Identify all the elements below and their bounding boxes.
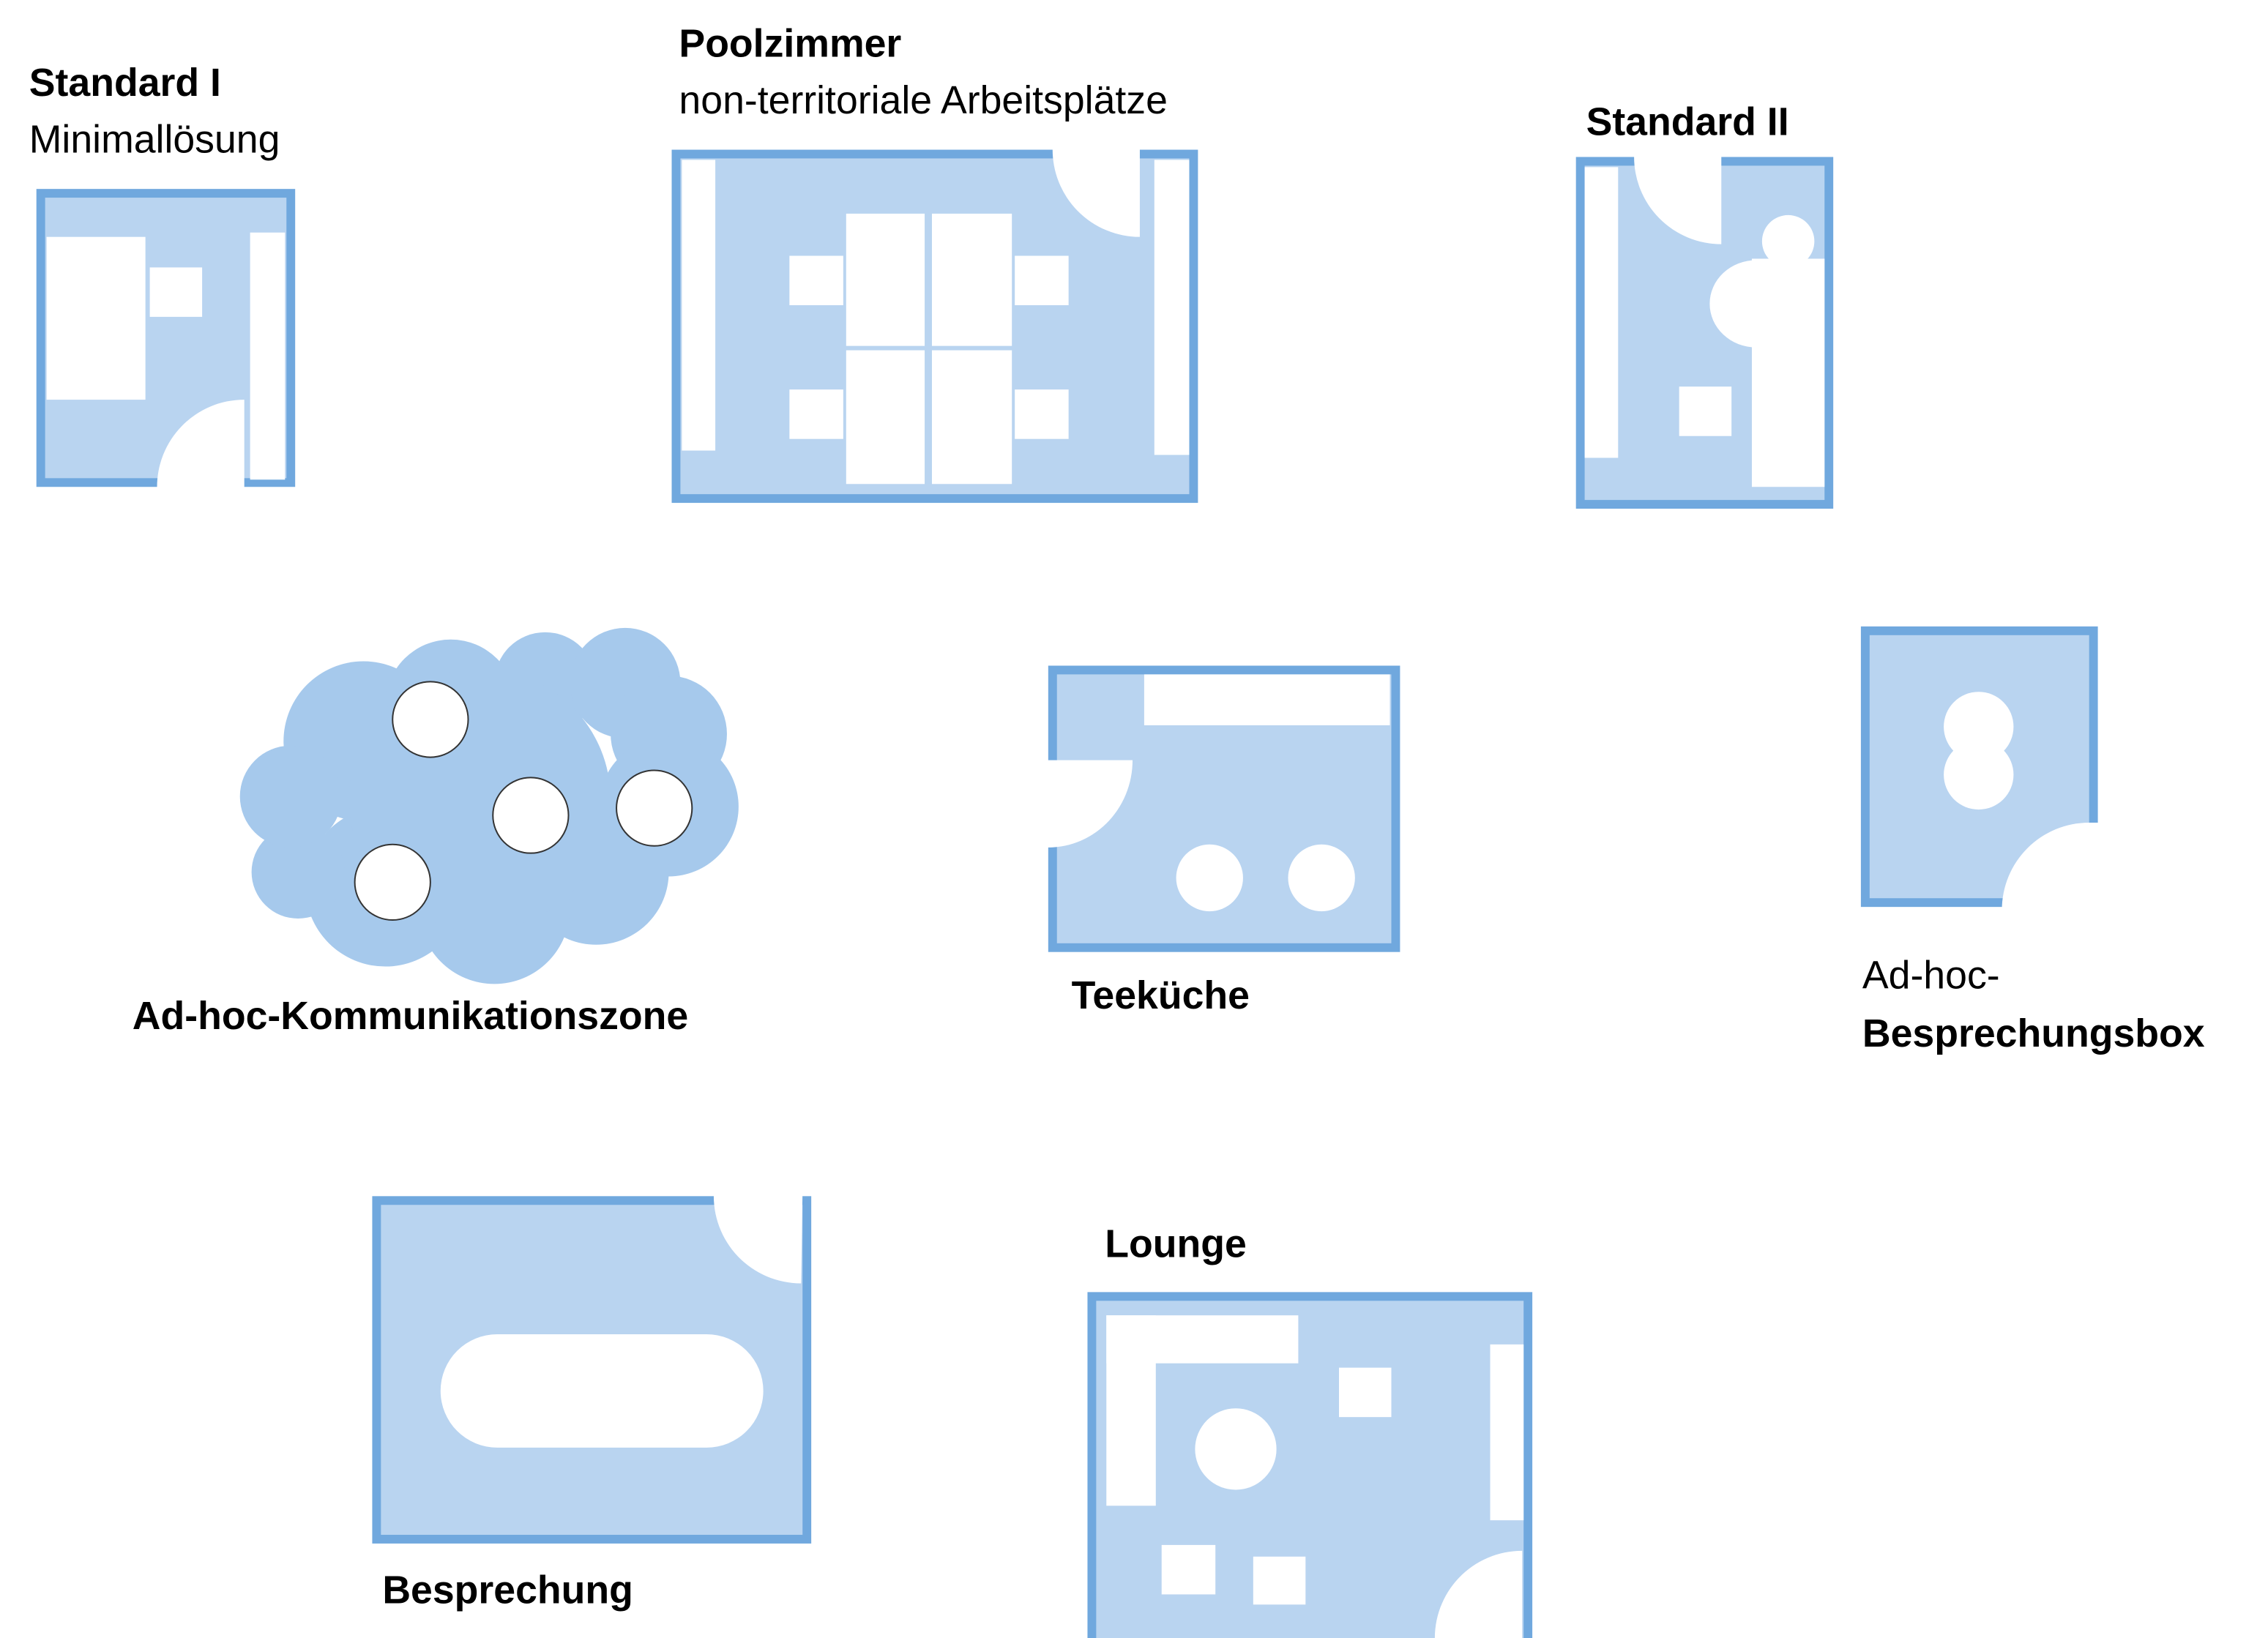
standard1-subtitle: Minimallösung [29,118,280,162]
door-swing [713,1192,803,1284]
chair [1253,1556,1306,1605]
standing-table [492,777,570,854]
zone-adhoc-kommunikation: Ad-hoc-Kommunikationszone [133,627,739,1038]
standing-table [616,769,693,847]
door-swing [1052,148,1140,237]
stool [1288,844,1355,912]
chair [1161,1544,1216,1595]
adhoc-zone-title: Ad-hoc-Kommunikationszone [133,994,688,1038]
chair [1338,1367,1392,1418]
chair [1015,389,1069,439]
sofa [1106,1315,1156,1506]
chair [789,389,843,439]
desk-round-end [1709,260,1803,348]
standard1-title: Standard I [29,61,221,105]
cabinet [250,232,286,480]
counter [1144,674,1390,725]
room-lounge: Lounge [1087,1222,1533,1638]
chair [1944,692,2014,762]
desk [46,236,146,400]
desk [931,213,1012,346]
desk [931,350,1012,485]
cabinet [1490,1344,1524,1521]
room-adhoc-besprechungsbox: Ad-hoc- Besprechungsbox [1860,626,2205,1055]
door-swing [2002,822,2103,910]
lounge-title: Lounge [1105,1222,1247,1266]
stool [1176,844,1243,912]
chair [1679,386,1732,436]
adhoc-box-title-line2: Besprechungsbox [1862,1011,2205,1055]
door-swing [1434,1550,1523,1638]
cabinet [682,160,716,451]
adhoc-box-title-line1: Ad-hoc- [1862,953,2000,997]
standing-table [354,843,431,921]
conference-table [440,1334,764,1448]
cabinet [1584,167,1619,458]
poolzimmer-subtitle: non-territoriale Arbeitsplätze [679,78,1167,122]
chair [789,255,843,306]
desk [846,213,925,346]
room-standard-1: Standard I Minimallösung [29,61,296,489]
chair [1944,739,2014,810]
chair [1761,214,1815,268]
cabinet [1154,160,1190,455]
besprechung-title: Besprechung [382,1568,633,1612]
chair [149,267,203,317]
door-swing [1634,155,1722,244]
door-swing [157,400,245,489]
chair [1015,255,1069,306]
room-besprechung: Besprechung [372,1192,812,1612]
room-teekueche: Teeküche [1043,665,1400,1017]
teekueche-title: Teeküche [1072,973,1250,1017]
room-standard-2: Standard II [1575,100,1834,509]
desk [846,350,925,485]
room-poolzimmer: Poolzimmer non-territoriale Arbeitsplätz… [671,21,1198,504]
door-swing [1043,760,1133,848]
poolzimmer-title: Poolzimmer [679,21,901,65]
coffee-table [1195,1408,1277,1490]
standing-table [392,681,469,758]
standard2-title: Standard II [1586,100,1789,144]
